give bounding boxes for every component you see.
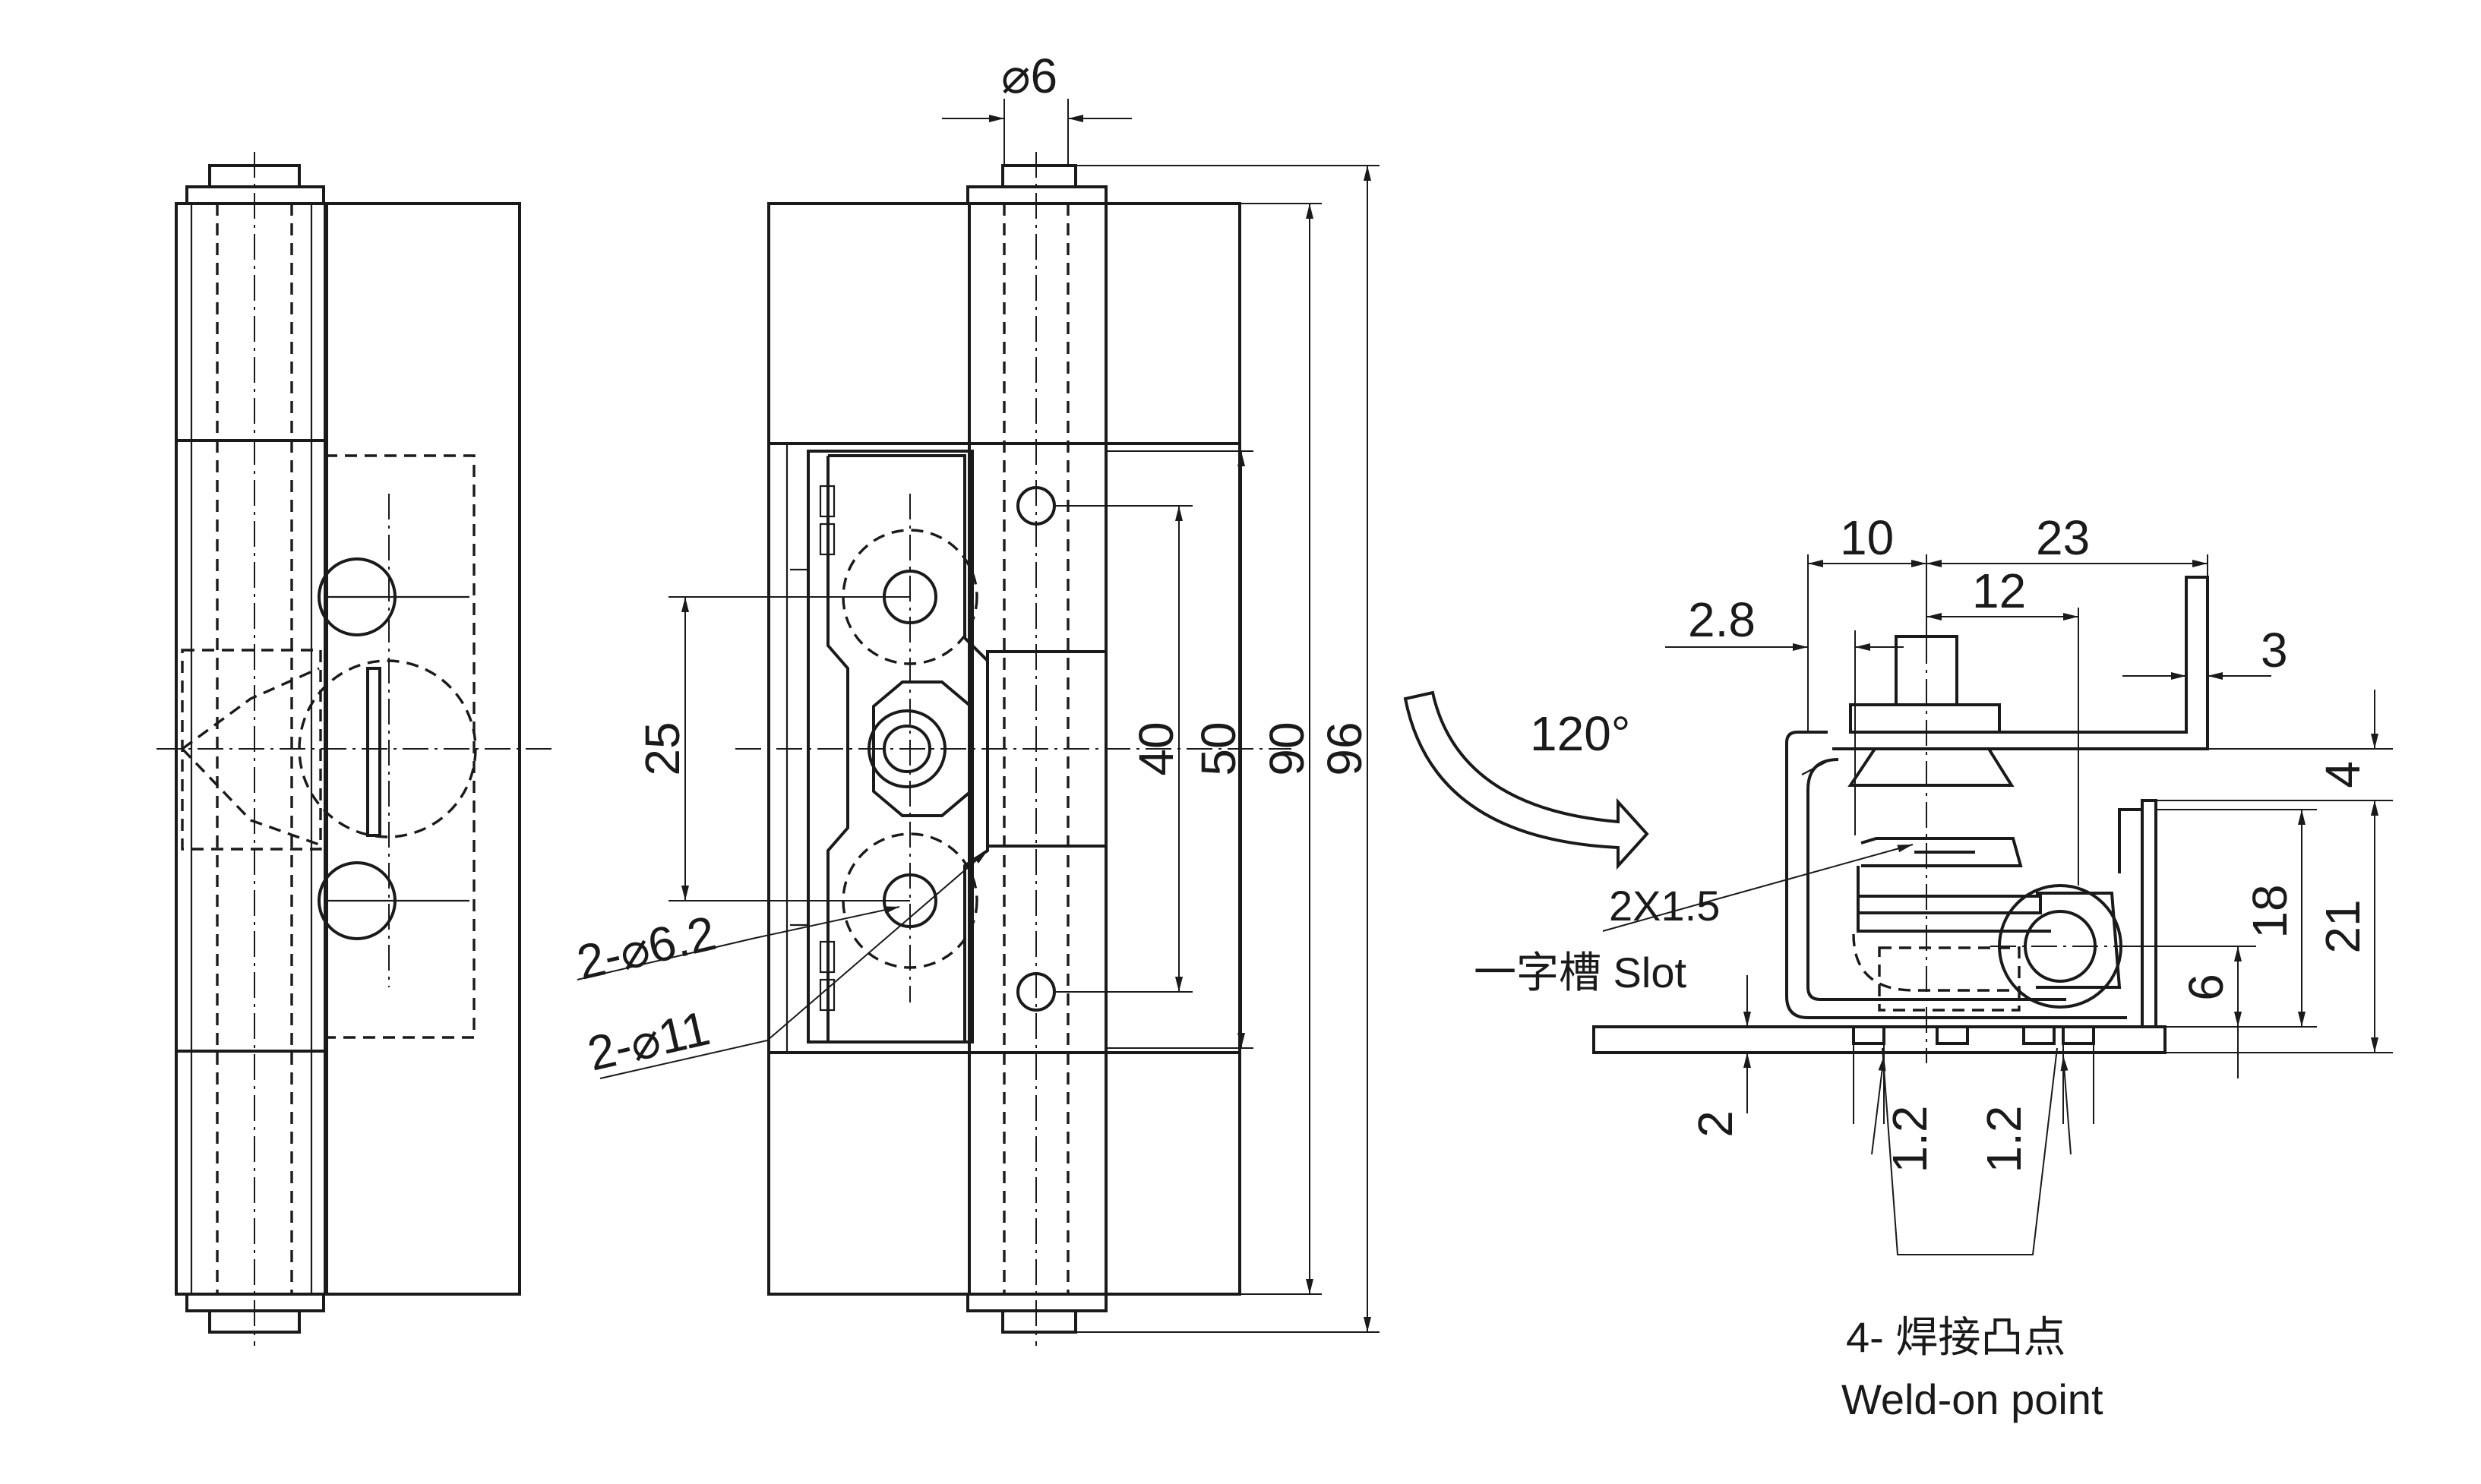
height-90-label: 90 bbox=[1259, 721, 1314, 775]
rotation-arrow bbox=[1403, 690, 1649, 870]
left-side-view bbox=[156, 152, 555, 1346]
dim-2-8-label: 2.8 bbox=[1688, 592, 1756, 647]
spacing-50-label: 50 bbox=[1191, 721, 1246, 775]
rotation-angle-label: 120° bbox=[1530, 706, 1630, 761]
spacing-25-label: 25 bbox=[635, 721, 690, 775]
dim-3-label: 3 bbox=[2261, 623, 2288, 677]
slot-size-label: 2X1.5 bbox=[1609, 882, 1720, 930]
hole-small-label: 2-⌀6.2 bbox=[572, 905, 721, 990]
dim-4-label: 4 bbox=[2315, 761, 2370, 788]
dim-23-label: 23 bbox=[2036, 510, 2090, 565]
right-view-base-plate bbox=[1592, 1025, 2167, 1054]
overall-height-96-label: 96 bbox=[1317, 721, 1372, 775]
dim-6-label: 6 bbox=[2179, 974, 2233, 1001]
slot-label: 一字槽 Slot bbox=[1474, 949, 1686, 996]
right-view-slot-cam bbox=[1857, 837, 2051, 933]
left-view-hidden-plate bbox=[181, 454, 477, 1039]
weld-height-right-label: 1.2 bbox=[1977, 1106, 2031, 1173]
right-view-weld-points bbox=[1852, 1025, 2095, 1045]
weld-point-label-cn: 4- 焊接凸点 bbox=[1846, 1313, 2065, 1361]
weld-height-left-label: 1.2 bbox=[1882, 1106, 1937, 1173]
hole-large-label: 2-⌀11 bbox=[583, 1000, 715, 1081]
pin-diameter-label: ⌀6 bbox=[1001, 49, 1057, 103]
dim-18-label: 18 bbox=[2242, 884, 2297, 938]
dim-10-label: 10 bbox=[1840, 510, 1894, 565]
center-view-dimensions bbox=[577, 99, 1380, 1333]
weld-point-label-en: Weld-on point bbox=[1841, 1375, 2103, 1423]
right-view-hinge-eye bbox=[1852, 884, 2127, 1012]
right-view-bracket bbox=[1785, 576, 2209, 1027]
dim-2-label: 2 bbox=[1688, 1110, 1743, 1138]
right-view-dimensions bbox=[1602, 554, 2393, 1255]
spacing-40-label: 40 bbox=[1129, 721, 1184, 775]
right-view-screw bbox=[1847, 597, 2015, 1063]
dim-21-label: 21 bbox=[2315, 899, 2370, 953]
right-side-view bbox=[1592, 576, 2209, 1063]
dim-12-label: 12 bbox=[1972, 564, 2026, 618]
